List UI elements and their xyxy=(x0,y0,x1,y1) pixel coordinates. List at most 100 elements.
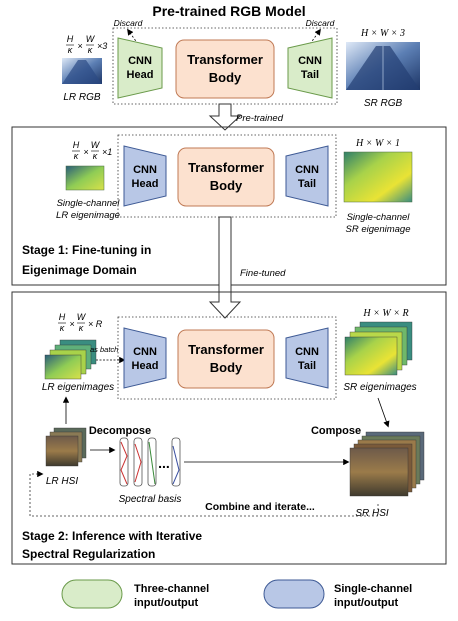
svg-text:input/output: input/output xyxy=(334,597,398,609)
svg-text:Head: Head xyxy=(132,360,159,372)
stage1-cnn-head: CNN Head xyxy=(123,145,167,207)
stage1-out-label-1: Single-channel xyxy=(347,212,411,223)
combine-loop-arrow xyxy=(29,470,379,517)
sr-rgb-image xyxy=(346,42,420,90)
stage1-out-dim: H × W × 1 xyxy=(355,138,400,149)
top-out-dim: H × W × 3 xyxy=(360,28,405,39)
discard-left-arrow xyxy=(127,28,139,45)
svg-text:× R: × R xyxy=(88,319,103,329)
svg-text:Transformer: Transformer xyxy=(188,342,264,357)
stage2-out-dim: H × W × R xyxy=(362,308,408,319)
svg-text:×3: ×3 xyxy=(97,41,107,51)
svg-text:κ: κ xyxy=(88,45,93,55)
stage2-lr-eigenimages xyxy=(44,339,97,380)
combine-label: Combine and iterate... xyxy=(205,501,315,513)
svg-text:W: W xyxy=(77,312,87,322)
stage1-transformer-body: Transformer Body xyxy=(177,147,275,207)
stage1-in-dim: H κ × W κ ×1 xyxy=(72,140,112,161)
sr-hsi-image xyxy=(349,431,425,497)
stage1-body-frame xyxy=(117,134,337,218)
stage1-lr-eigenimage xyxy=(65,165,105,191)
lr-hsi-label: LR HSI xyxy=(46,476,78,487)
stage2-title-2: Spectral Regularization xyxy=(22,547,155,561)
pretrained-label: Pre-trained xyxy=(236,113,284,124)
top-cnn-tail: CNN Tail xyxy=(287,37,333,99)
svg-text:Transformer: Transformer xyxy=(188,160,264,175)
svg-text:κ: κ xyxy=(74,151,79,161)
svg-text:CNN: CNN xyxy=(295,164,319,176)
top-body-frame xyxy=(112,27,338,105)
discard-right-arrow xyxy=(309,28,321,45)
eigen-to-sr-hsi-arrow xyxy=(377,397,390,428)
top-title: Pre-trained RGB Model xyxy=(152,3,305,19)
svg-text:H: H xyxy=(73,140,80,150)
svg-text:Three-channel: Three-channel xyxy=(134,583,209,595)
spectral-basis xyxy=(119,437,181,487)
svg-text:Tail: Tail xyxy=(298,360,316,372)
finetuned-arrow xyxy=(208,216,242,319)
spectral-basis-label: Spectral basis xyxy=(119,494,182,505)
top-in-dim: H κ × W κ ×3 xyxy=(66,34,107,55)
svg-text:×: × xyxy=(77,41,82,51)
stage1-cnn-tail: CNN Tail xyxy=(285,145,329,207)
finetuned-label: Fine-tuned xyxy=(240,268,286,279)
basis-dots: ... xyxy=(158,455,170,471)
svg-text:H: H xyxy=(59,312,66,322)
svg-text:κ: κ xyxy=(93,151,98,161)
stage2-sr-eigenimages xyxy=(344,321,413,376)
svg-text:Body: Body xyxy=(210,178,243,193)
lr-rgb-label: LR RGB xyxy=(63,92,101,103)
svg-text:×: × xyxy=(69,319,74,329)
stage2-body-frame xyxy=(117,316,337,400)
stage2-cnn-head: CNN Head xyxy=(123,327,167,389)
top-cnn-head: CNN Head xyxy=(117,37,163,99)
sr-rgb-label: SR RGB xyxy=(364,98,403,109)
stage1-title-1: Stage 1: Fine-tuning in xyxy=(22,243,151,257)
sr-hsi-label: SR HSI xyxy=(355,508,389,519)
legend-single-swatch xyxy=(263,579,325,609)
compose-label: Compose xyxy=(311,425,361,437)
stage1-sr-eigenimage xyxy=(343,151,413,203)
stage1-in-label-1: Single-channel xyxy=(57,198,121,209)
discard-left-label: Discard xyxy=(114,18,143,28)
top-transformer-body: Transformer Body xyxy=(175,39,275,99)
lr-rgb-image xyxy=(62,58,102,84)
svg-text:Single-channel: Single-channel xyxy=(334,583,412,595)
svg-text:Transformer: Transformer xyxy=(187,52,263,67)
svg-text:W: W xyxy=(91,140,101,150)
svg-text:κ: κ xyxy=(79,323,84,333)
svg-text:W: W xyxy=(86,34,96,44)
lr-hsi-image xyxy=(45,427,87,467)
svg-text:H: H xyxy=(67,34,74,44)
svg-text:Tail: Tail xyxy=(301,69,319,81)
legend-single-channel: Single-channel input/output xyxy=(263,579,412,609)
discard-right-label: Discard xyxy=(306,18,335,28)
svg-text:CNN: CNN xyxy=(128,55,152,67)
svg-text:κ: κ xyxy=(68,45,73,55)
stage2-out-label: SR eigenimages xyxy=(343,382,416,393)
svg-text:CNN: CNN xyxy=(295,346,319,358)
pretrained-arrow xyxy=(208,103,242,131)
stage2-frame xyxy=(11,291,447,565)
stage2-in-dim: H κ × W κ × R xyxy=(58,312,103,333)
svg-text:Head: Head xyxy=(132,178,159,190)
svg-text:×1: ×1 xyxy=(102,147,112,157)
legend-three-channel: Three-channel input/output xyxy=(61,579,209,609)
stage2-cnn-tail: CNN Tail xyxy=(285,327,329,389)
decompose-label: Decompose xyxy=(89,425,151,437)
as-batch-label: as batch xyxy=(90,345,118,354)
stage2-in-label: LR eigenimages xyxy=(42,382,114,393)
svg-text:CNN: CNN xyxy=(133,164,157,176)
svg-text:input/output: input/output xyxy=(134,597,198,609)
svg-text:Body: Body xyxy=(209,70,242,85)
svg-text:Head: Head xyxy=(127,69,154,81)
stage1-title-2: Eigenimage Domain xyxy=(22,263,137,277)
stage1-out-label-2: SR eigenimage xyxy=(346,224,411,235)
svg-text:CNN: CNN xyxy=(133,346,157,358)
svg-text:Tail: Tail xyxy=(298,178,316,190)
stage1-in-label-2: LR eigenimage xyxy=(56,210,120,221)
svg-text:κ: κ xyxy=(60,323,65,333)
svg-text:CNN: CNN xyxy=(298,55,322,67)
svg-text:Body: Body xyxy=(210,360,243,375)
